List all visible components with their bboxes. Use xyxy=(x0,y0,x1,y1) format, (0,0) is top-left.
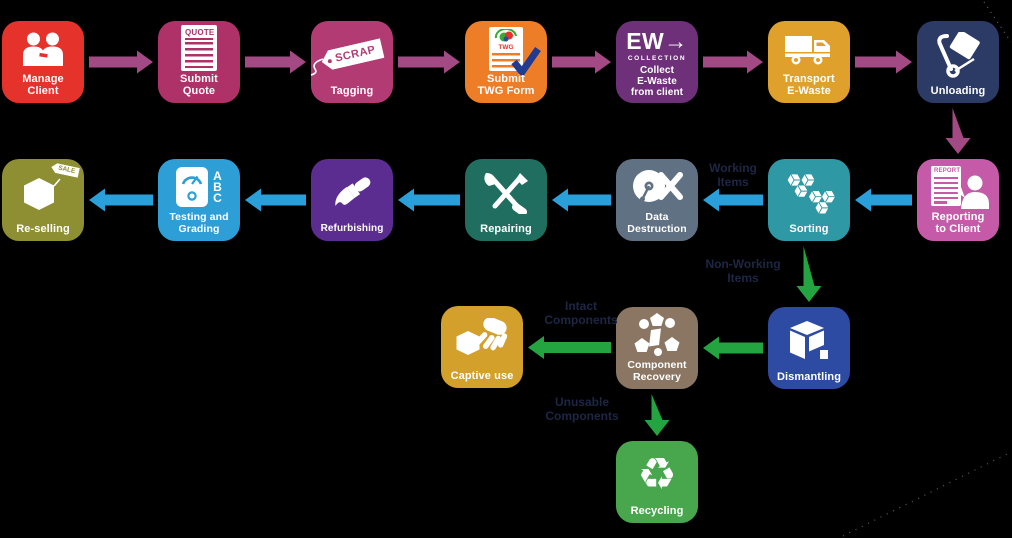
arrow-transport-ewaste-to-unloading xyxy=(855,50,912,74)
arrow-sorting-to-dismantling xyxy=(796,246,822,302)
shapes-icon xyxy=(619,311,695,357)
node-label: Transport E-Waste xyxy=(783,73,835,97)
node-label: Testing and Grading xyxy=(169,211,229,235)
arrow-tagging-to-submit-twg-form xyxy=(398,50,460,74)
node-label: Reporting to Client xyxy=(931,211,985,235)
report-doc-title: REPORT xyxy=(934,168,961,174)
node-label: Data Destruction xyxy=(627,211,687,235)
node-reporting-to-client: REPORT Reporting to Client xyxy=(917,159,999,241)
arrow-component-recovery-to-recycling xyxy=(644,394,670,436)
arrow-testing-grading-to-re-selling xyxy=(89,188,153,212)
node-label: Captive use xyxy=(450,370,514,382)
corner-artifact-line xyxy=(842,451,1012,537)
quote-doc-title: QUOTE xyxy=(185,28,215,37)
arrow-dismantling-to-component-recovery xyxy=(703,336,763,360)
cubes-icon xyxy=(771,165,847,221)
node-label: Manage Client xyxy=(22,73,64,97)
edge-label-working-items: Working Items xyxy=(709,161,757,189)
sale-box-icon: SALE xyxy=(5,165,81,221)
arrow-collect-ewaste-to-transport-ewaste xyxy=(703,50,763,74)
node-label: Collect E-Waste from client xyxy=(630,64,684,98)
edge-label-non-working-items: Non-Working Items xyxy=(705,257,781,285)
recycle-icon: ♻ xyxy=(619,447,695,503)
node-label: Re-selling xyxy=(16,223,70,235)
node-component-recovery: Component Recovery xyxy=(616,307,698,389)
arrow-data-destruction-to-repairing xyxy=(552,188,611,212)
arrow-submit-twg-form-to-collect-ewaste xyxy=(552,50,611,74)
node-re-selling: SALE Re-selling xyxy=(2,159,84,241)
arrow-submit-quote-to-tagging xyxy=(245,50,306,74)
node-label: Repairing xyxy=(480,223,532,235)
meter-abc-icon: A B C xyxy=(161,165,237,209)
node-label: Unloading xyxy=(930,85,986,97)
edge-label-unusable-components: Unusable Components xyxy=(545,395,619,423)
node-submit-twg-form: TWG Submit TWG Form xyxy=(465,21,547,103)
node-label: Submit Quote xyxy=(180,73,218,97)
node-dismantling: Dismantling xyxy=(768,307,850,389)
checkmark-glyph xyxy=(511,47,541,75)
node-transport-ewaste: Transport E-Waste xyxy=(768,21,850,103)
ew-collection-icon: EW→COLLECTION xyxy=(619,27,695,63)
node-data-destruction: Data Destruction xyxy=(616,159,698,241)
arrow-manage-client-to-submit-quote xyxy=(89,50,153,74)
node-label: Tagging xyxy=(330,85,374,97)
arrow-refurbishing-to-testing-grading xyxy=(245,188,306,212)
node-label: Dismantling xyxy=(776,371,842,383)
node-recycling: ♻ Recycling xyxy=(616,441,698,523)
node-submit-quote: QUOTE Submit Quote xyxy=(158,21,240,103)
tools-icon xyxy=(468,165,544,221)
edge-label-intact-components: Intact Components xyxy=(544,299,618,327)
scrap-tag-text: SCRAP xyxy=(334,43,377,65)
tag-hole xyxy=(327,59,332,64)
node-label: Sorting xyxy=(789,223,829,235)
arrow-reporting-to-client-to-sorting xyxy=(855,188,912,212)
node-tagging: SCRAP Tagging xyxy=(310,21,393,103)
node-testing-grading: A B C Testing and Grading xyxy=(158,159,240,241)
node-sorting: Sorting xyxy=(768,159,850,241)
two-people-icon xyxy=(5,27,81,71)
node-unloading: Unloading xyxy=(917,21,999,103)
report-person-icon: REPORT xyxy=(920,165,996,209)
paintbrush-icon xyxy=(314,165,390,221)
node-refurbishing: Refurbishing xyxy=(311,159,393,241)
ew-text: EW→ xyxy=(626,27,688,54)
hand-truck-icon xyxy=(920,27,996,83)
person-silhouette xyxy=(957,175,989,209)
node-label: Recycling xyxy=(630,505,684,517)
node-label: Component Recovery xyxy=(627,359,687,383)
node-captive-use: Captive use xyxy=(441,306,523,388)
node-repairing: Repairing xyxy=(465,159,547,241)
scrap-tag-icon: SCRAP xyxy=(310,27,390,83)
arrow-sorting-to-data-destruction xyxy=(703,188,763,212)
collection-text: COLLECTION xyxy=(627,54,687,62)
twg-doc-title: TWG xyxy=(498,44,514,51)
twg-form-icon: TWG xyxy=(468,27,544,75)
abc-grades-text: A B C xyxy=(213,168,222,205)
arrow-component-recovery-to-captive-use xyxy=(528,336,611,359)
node-label: Refurbishing xyxy=(320,223,384,234)
cube-parts-icon xyxy=(771,313,847,369)
node-manage-client: Manage Client xyxy=(2,21,84,103)
disk-destroy-icon xyxy=(619,165,695,209)
quote-document-icon: QUOTE xyxy=(161,25,237,71)
arrow-unloading-to-reporting-to-client xyxy=(945,108,971,154)
truck-icon xyxy=(771,27,847,71)
recycle-glyph: ♻ xyxy=(637,449,677,500)
sale-tag-text: SALE xyxy=(57,164,76,176)
hand-box-icon xyxy=(444,312,520,368)
node-label: Submit TWG Form xyxy=(477,73,535,97)
arrow-repairing-to-refurbishing xyxy=(398,188,460,212)
